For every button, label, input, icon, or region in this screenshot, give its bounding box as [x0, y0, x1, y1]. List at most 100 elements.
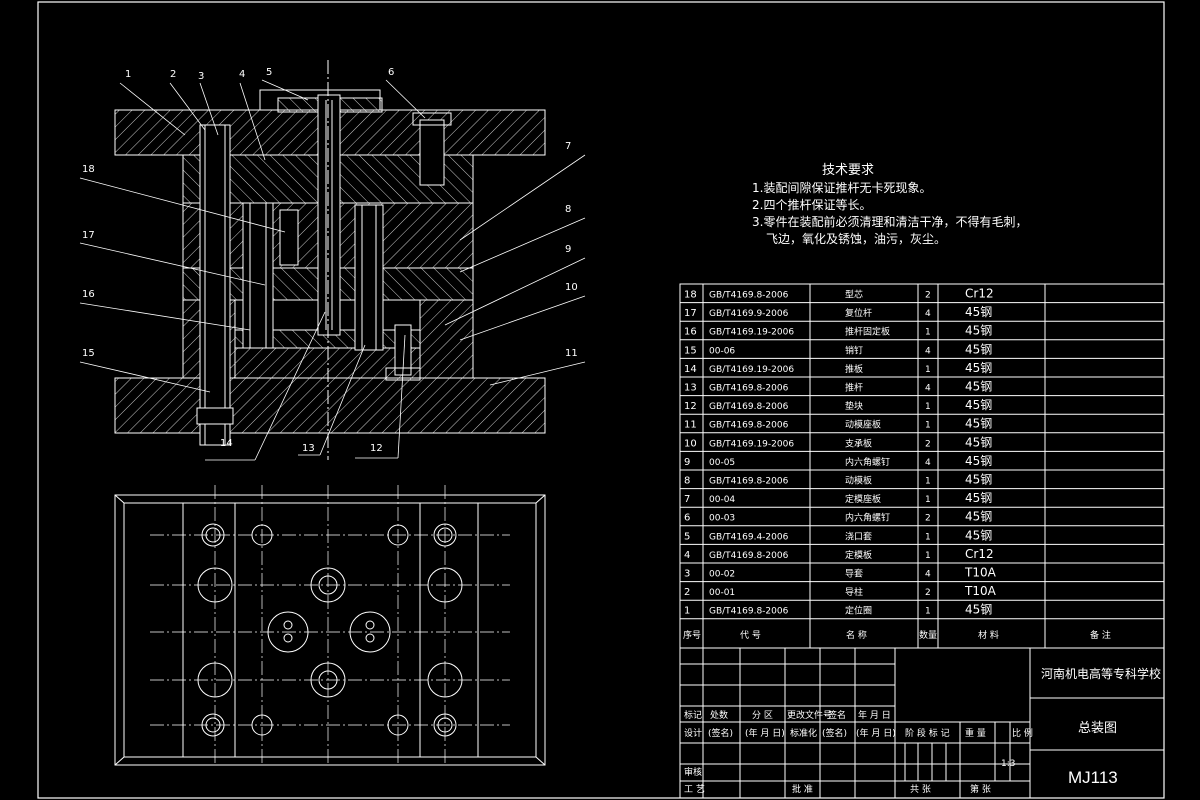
bom-cell-material: 45钢: [965, 324, 992, 338]
tb-scale: 比 例: [1012, 727, 1033, 739]
bom-cell-qty: 4: [925, 309, 931, 319]
callout-3: 3: [198, 71, 204, 82]
title-block: [679, 647, 1165, 799]
bom-cell-name: 内六角螺钉: [845, 456, 890, 468]
bom-cell-name: 定模座板: [845, 493, 881, 505]
bom-cell-no: 14: [684, 364, 697, 375]
bom-header-material: 材 料: [978, 629, 999, 641]
school-name: 河南机电高等专科学校: [1041, 666, 1161, 681]
tb-mark: 标记: [684, 709, 702, 721]
bom-cell-qty: 1: [925, 477, 931, 487]
bom-cell-no: 12: [684, 401, 697, 412]
bom-cell-code: GB/T4169.8-2006: [709, 477, 789, 487]
bom-cell-material: 45钢: [965, 417, 992, 431]
bom-cell-no: 2: [684, 587, 690, 598]
callout-6: 6: [388, 67, 394, 78]
callout-12: 12: [370, 443, 383, 454]
bom-cell-code: GB/T4169.19-2006: [709, 439, 794, 449]
bom-cell-no: 1: [684, 606, 690, 617]
tb-designer: 设计: [684, 727, 702, 739]
bom-cell-material: 45钢: [965, 398, 992, 412]
tb-signature: 签名: [828, 709, 846, 721]
bom-cell-code: GB/T4169.8-2006: [709, 402, 789, 412]
tb-sig1: (签名): [708, 727, 733, 739]
bom-cell-no: 8: [684, 476, 690, 487]
tb-count: 处数: [710, 709, 728, 721]
bom-cell-name: 导套: [845, 568, 863, 580]
bom-cell-code: GB/T4169.8-2006: [709, 551, 789, 561]
bom-cell-material: 45钢: [965, 454, 992, 468]
bom-cell-name: 动模座板: [845, 419, 881, 431]
bom-cell-code: 00-05: [709, 458, 735, 468]
bom-cell-no: 17: [684, 308, 697, 319]
section-view: [114, 60, 546, 460]
bom-cell-material: 45钢: [965, 435, 992, 449]
bom-cell-name: 型芯: [845, 289, 863, 301]
bom-cell-name: 定模板: [845, 549, 872, 561]
bom-cell-no: 10: [684, 438, 697, 449]
tech-req-line-4: 飞边，氧化及锈蚀，油污，灰尘。: [766, 232, 946, 246]
bom-cell-material: 45钢: [965, 510, 992, 524]
bom-cell-code: 00-02: [709, 570, 735, 580]
bom-cell-no: 16: [684, 327, 697, 338]
bom-cell-code: GB/T4169.8-2006: [709, 607, 789, 617]
bom-cell-qty: 1: [925, 532, 931, 542]
bom-cell-material: Cr12: [965, 287, 994, 301]
bom-cell-qty: 1: [925, 495, 931, 505]
bom-cell-material: T10A: [964, 566, 997, 580]
bom-cell-name: 内六角螺钉: [845, 512, 890, 524]
bom-cell-no: 13: [684, 383, 697, 394]
tb-approve: 批 准: [792, 783, 813, 795]
tech-requirements: 技术要求 1.装配间隙保证推杆无卡死现象。 2.四个推杆保证等长。 3.零件在装…: [752, 163, 1027, 246]
bom-cell-no: 7: [684, 494, 690, 505]
tb-sig4: (年 月 日): [856, 727, 896, 739]
tb-review: 审核: [684, 766, 702, 778]
bom-cell-qty: 4: [925, 346, 931, 356]
bom-cell-code: 00-06: [709, 346, 735, 356]
drawing-name: 总装图: [1078, 721, 1117, 736]
bom-header: 序号 代 号 名 称 数量 材 料 备 注: [683, 629, 1111, 641]
callout-2: 2: [170, 69, 176, 80]
bom-cell-name: 浇口套: [845, 530, 872, 542]
bom-cell-name: 垫块: [845, 400, 863, 412]
tb-process: 工 艺: [684, 784, 705, 795]
bom-cell-qty: 2: [925, 291, 931, 301]
bom-cell-qty: 1: [925, 421, 931, 431]
bom-cell-qty: 1: [925, 551, 931, 561]
bom-cell-code: GB/T4169.8-2006: [709, 384, 789, 394]
callout-8: 8: [565, 204, 571, 215]
tb-sheet-no: 第 张: [970, 783, 991, 795]
bom-table: [679, 283, 1165, 649]
plan-view: [114, 485, 546, 766]
bom-cell-no: 3: [684, 569, 690, 580]
bom-cell-qty: 1: [925, 365, 931, 375]
bom-cell-name: 推板: [845, 363, 863, 375]
bom-cell-material: 45钢: [965, 342, 992, 356]
bom-cell-no: 5: [684, 531, 690, 542]
bom-cell-material: 45钢: [965, 305, 992, 319]
bom-cell-material: Cr12: [965, 547, 994, 561]
tb-stage: 阶 段 标 记: [905, 727, 950, 739]
bom-cell-no: 15: [684, 345, 697, 356]
tech-requirements-title: 技术要求: [822, 163, 874, 178]
bom-cell-name: 推杆: [845, 382, 863, 394]
tb-sig3: (签名): [822, 727, 847, 739]
title-block-text: 河南机电高等专科学校 总装图 MJ113 1:3 标记 处数 分 区 更改文件号…: [684, 666, 1161, 795]
callout-1: 1: [125, 69, 131, 80]
bom-cell-code: 00-03: [709, 514, 735, 524]
callout-9: 9: [565, 244, 571, 255]
bom-cell-qty: 4: [925, 458, 931, 468]
bom-cell-no: 11: [684, 420, 697, 431]
tb-sig2: (年 月 日): [745, 727, 785, 739]
bom-cell-code: GB/T4169.9-2006: [709, 309, 789, 319]
callout-17: 17: [82, 230, 95, 241]
bom-cell-no: 6: [684, 513, 690, 524]
bom-cell-material: 45钢: [965, 473, 992, 487]
bom-cell-name: 复位杆: [845, 307, 872, 319]
bom-cell-name: 动模板: [845, 475, 872, 487]
callout-leaders: [79, 79, 586, 461]
bom-cell-qty: 1: [925, 328, 931, 338]
tb-zone: 分 区: [752, 710, 773, 721]
bom-header-note: 备 注: [1090, 629, 1111, 641]
